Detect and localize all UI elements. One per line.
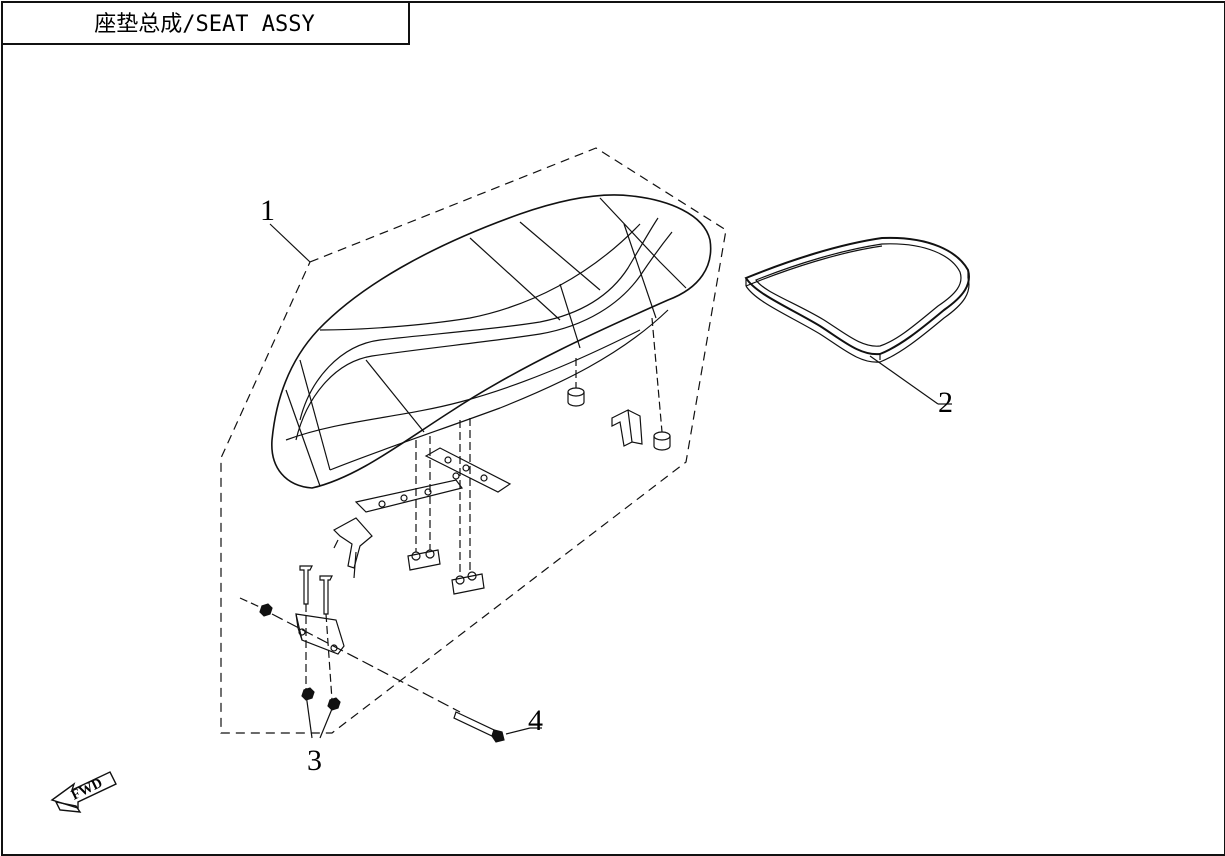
- flange-nut-bottom-1: [301, 687, 315, 701]
- forward-arrow-icon: [50, 771, 117, 813]
- connector-block-right: [451, 418, 485, 595]
- seat-cushion: [271, 194, 712, 489]
- hinge-bolt: [271, 613, 505, 743]
- leader-2: [869, 355, 939, 405]
- callout-3: 3: [307, 744, 322, 777]
- callout-4: 4: [528, 704, 543, 737]
- leader-1: [269, 223, 311, 263]
- connector-block-left: [407, 436, 441, 571]
- hinge-bracket: [295, 565, 345, 701]
- leader-3a: [305, 693, 313, 739]
- rubber-bumper-left: [567, 358, 585, 407]
- assembly-boundary: [220, 147, 727, 734]
- page-title: 座垫总成/SEAT ASSY: [94, 12, 315, 37]
- mounting-plate: [333, 447, 512, 579]
- flange-nut-left: [239, 597, 273, 617]
- callout-1: 1: [260, 194, 275, 227]
- leader-3b: [319, 703, 335, 739]
- title-block: 座垫总成/SEAT ASSY: [1, 1, 410, 45]
- seat-hook-bracket: [611, 409, 643, 447]
- rubber-bumper-right: [651, 317, 671, 451]
- seat-seal-ring: [744, 236, 970, 363]
- forward-arrow-label: FWD: [69, 776, 105, 804]
- leader-4: [505, 727, 531, 735]
- callout-2: 2: [938, 386, 953, 419]
